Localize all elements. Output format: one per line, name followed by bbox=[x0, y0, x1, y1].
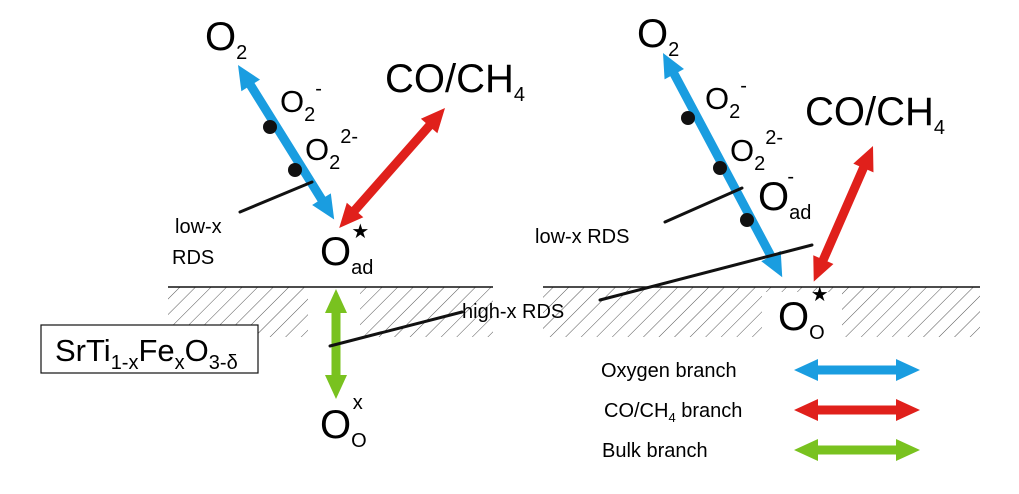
material-formula: SrTi1-xFexO3-δ bbox=[55, 333, 238, 374]
left-low-rds-leader bbox=[238, 180, 314, 214]
legend-oxygen-label: Oxygen branch bbox=[601, 360, 737, 382]
material-box-border bbox=[40, 324, 259, 374]
left-peroxide-dot bbox=[288, 163, 302, 177]
left-superoxide-label: O2- bbox=[280, 78, 322, 126]
legend: Oxygen branch CO/CH4 branch Bulk branch bbox=[601, 360, 742, 462]
right-ad-anion-label: Oad- bbox=[758, 166, 811, 224]
legend-reductant-arrow bbox=[794, 399, 920, 421]
intermediate-dots bbox=[263, 111, 754, 227]
left-oxygen-arrow bbox=[238, 65, 335, 220]
right-superoxide-label: O2- bbox=[705, 75, 747, 123]
legend-bulk-label: Bulk branch bbox=[602, 440, 708, 462]
right-peroxide-dot bbox=[713, 161, 727, 175]
left-low-rds-line2: RDS bbox=[172, 247, 214, 269]
material-box: SrTi1-xFexO3-δ bbox=[40, 324, 259, 374]
right-reductant-arrow bbox=[813, 146, 874, 282]
rds-leaders bbox=[238, 180, 814, 348]
right-low-rds-leader bbox=[663, 186, 744, 224]
right-reductant-label: CO/CH4 bbox=[805, 90, 945, 139]
right-peroxide-label: O22- bbox=[730, 127, 783, 175]
high-rds-leader-right bbox=[598, 243, 814, 302]
left-o2-label: O2 bbox=[205, 15, 247, 64]
legend-oxygen-arrow bbox=[794, 359, 920, 381]
left-superoxide-dot bbox=[263, 120, 277, 134]
high-rds-label: high-x RDS bbox=[462, 301, 564, 323]
right-ad-anion-dot bbox=[740, 213, 754, 227]
left-low-rds-line1: low-x bbox=[175, 216, 222, 238]
left-lattice-label: OOx bbox=[320, 392, 367, 452]
right-surface bbox=[543, 286, 980, 340]
right-surface-label: OO★ bbox=[778, 284, 829, 344]
high-rds-leader-left bbox=[328, 310, 464, 348]
left-reductant-label: CO/CH4 bbox=[385, 57, 525, 106]
legend-bulk-arrow bbox=[794, 439, 920, 461]
left-peroxide-label: O22- bbox=[305, 126, 358, 174]
right-superoxide-dot bbox=[681, 111, 695, 125]
right-surface-gap bbox=[762, 292, 842, 340]
right-low-rds-label: low-x RDS bbox=[535, 226, 629, 248]
right-surface-hatch bbox=[543, 287, 980, 337]
right-o2-label: O2 bbox=[637, 12, 679, 61]
left-adsorbed-label: Oad★ bbox=[320, 221, 373, 279]
legend-reductant-label: CO/CH4 branch bbox=[604, 400, 742, 425]
left-reductant-arrow bbox=[339, 108, 445, 229]
